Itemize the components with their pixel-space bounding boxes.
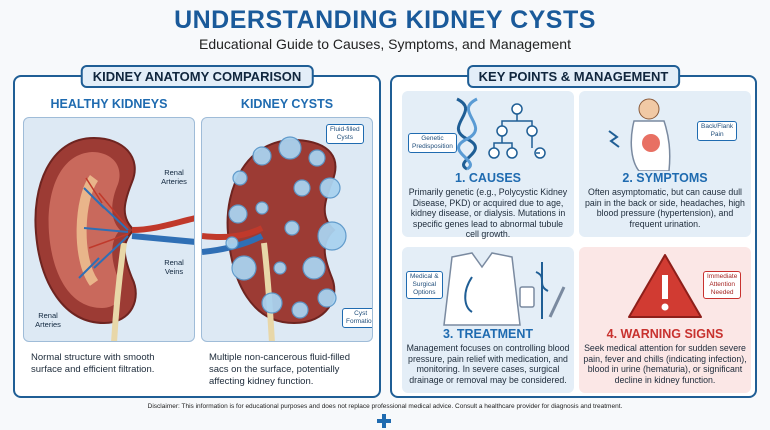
anatomy-panel: KIDNEY ANATOMY COMPARISON HEALTHY KIDNEY… xyxy=(13,65,381,398)
medical-surgical-options-tag: Medical & Surgical Options xyxy=(406,271,443,299)
back-pain-icon xyxy=(608,98,671,171)
symptoms-card: Back/Flank Pain 2. SYMPTOMS Often asympt… xyxy=(579,91,751,237)
healthy-kidney-description: Normal structure with smooth surface and… xyxy=(31,352,155,375)
back-flank-pain-tag: Back/Flank Pain xyxy=(697,121,738,141)
medical-coat-icon xyxy=(443,252,566,326)
cyst-kidney-icon xyxy=(202,136,347,341)
page-title: UNDERSTANDING KIDNEY CYSTS xyxy=(174,6,596,34)
treatment-title: 3. TREATMENT xyxy=(442,327,534,341)
kidney-cysts-illustration: Fluid-filled Cysts Cyst Formation xyxy=(201,117,373,342)
warning-triangle-icon xyxy=(628,254,702,318)
medical-cross-icon xyxy=(377,414,391,428)
genetic-predisposition-tag: Genetic Predisposition xyxy=(408,133,457,153)
page-subtitle: Educational Guide to Causes, Symptoms, a… xyxy=(199,36,571,52)
warning-title: 4. WARNING SIGNS xyxy=(606,327,724,341)
warning-card: Immediate Attention Needed 4. WARNING SI… xyxy=(579,247,751,393)
healthy-kidney-illustration: Renal Arteries Renal Veins Renal Arterie… xyxy=(23,117,195,342)
renal-arteries-label-bottom: Renal Arteries xyxy=(35,311,61,329)
causes-text: Primarily genetic (e.g., Polycystic Kidn… xyxy=(408,187,568,239)
symptoms-text: Often asymptomatic, but can cause dull p… xyxy=(585,187,745,229)
immediate-attention-tag: Immediate Attention Needed xyxy=(703,271,742,299)
kidney-cysts-description: Multiple non-cancerous fluid-filled sacs… xyxy=(209,352,350,387)
healthy-kidney-column: HEALTHY KIDNEYS xyxy=(23,97,195,111)
kidney-cysts-column: KIDNEY CYSTS xyxy=(201,97,373,111)
kidney-cysts-title: KIDNEY CYSTS xyxy=(240,97,334,111)
causes-title: 1. CAUSES xyxy=(455,171,521,185)
management-panel: KEY POINTS & MANAGEMENT Genetic Predispo… xyxy=(390,65,757,398)
dna-icon xyxy=(456,97,546,171)
management-panel-title: KEY POINTS & MANAGEMENT xyxy=(466,65,681,88)
warning-text: Seek medical attention for sudden severe… xyxy=(583,343,747,385)
treatment-card: Medical & Surgical Options 3. TREATMENT … xyxy=(402,247,574,393)
treatment-text: Management focuses on controlling blood … xyxy=(406,343,570,385)
healthy-kidney-icon xyxy=(34,136,194,341)
fluid-filled-cysts-tag: Fluid-filled Cysts xyxy=(326,124,364,144)
cyst-formation-tag: Cyst Formation xyxy=(342,308,372,328)
healthy-kidney-title: HEALTHY KIDNEYS xyxy=(50,97,168,111)
causes-card: Genetic Predisposition 1. CAUSES Primari… xyxy=(402,91,574,239)
renal-veins-label: Renal Veins xyxy=(164,258,184,276)
renal-arteries-label-top: Renal Arteries xyxy=(161,168,187,186)
anatomy-panel-title: KIDNEY ANATOMY COMPARISON xyxy=(80,65,314,88)
symptoms-title: 2. SYMPTOMS xyxy=(622,171,708,185)
disclaimer: Disclaimer: This information is for educ… xyxy=(147,403,623,410)
